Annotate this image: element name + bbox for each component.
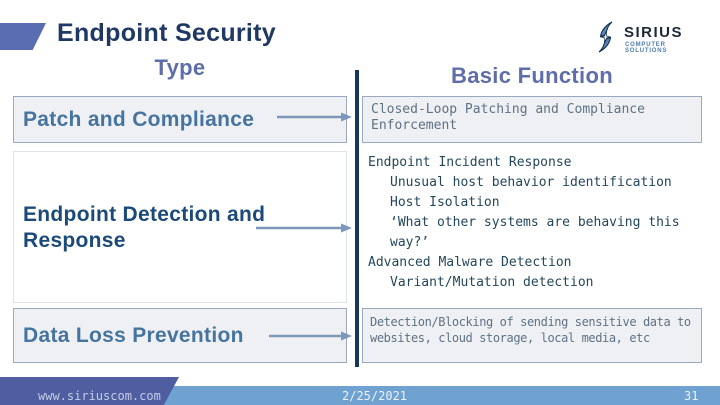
function-text: Detection/Blocking of sending sensitive … [370,315,691,345]
column-header-type: Type [154,55,206,80]
footer-date: 2/25/2021 [342,389,408,403]
right-arrow-icon [269,331,352,341]
function-list-item: Advanced Malware Detection [368,255,572,270]
sirius-logo: SIRIUS COMPUTER SOLUTIONS [591,21,706,55]
right-arrow-icon [277,112,352,122]
footer-website: www.siriuscom.com [38,389,161,403]
slide-title: Endpoint Security [57,19,277,47]
function-list-edr: Endpoint Incident Response Unusual host … [368,151,700,303]
sirius-bolt-icon [598,21,613,53]
function-text: Closed-Loop Patching and Compliance Enfo… [371,102,645,133]
function-list-item: Host Isolation [390,195,500,210]
footer-bar [0,386,720,405]
type-box-patch-compliance: Patch and Compliance [13,96,347,143]
logo-tagline: COMPUTER SOLUTIONS [625,42,668,54]
footer-page-number: 31 [684,389,699,403]
function-list-item: Endpoint Incident Response [368,155,572,170]
type-label: Data Loss Prevention [23,323,244,347]
column-header-basic-function: Basic Function [451,63,613,88]
type-label: Patch and Compliance [23,107,255,131]
logo-wordmark: SIRIUS [624,24,684,41]
footer-ribbon [0,377,179,405]
accent-parallelogram [0,23,46,50]
column-divider [355,70,359,367]
function-box-dlp: Detection/Blocking of sending sensitive … [362,308,702,363]
type-label: Endpoint Detection and Response [23,203,266,252]
function-list-item: Unusual host behavior identification [390,175,672,190]
function-list-item: Variant/Mutation detection [390,275,594,290]
function-list-item: ‘What other systems are behaving this wa… [390,215,680,250]
type-box-edr: Endpoint Detection and Response [13,151,347,303]
right-arrow-icon [256,223,352,233]
function-box-patch-compliance: Closed-Loop Patching and Compliance Enfo… [362,96,702,143]
